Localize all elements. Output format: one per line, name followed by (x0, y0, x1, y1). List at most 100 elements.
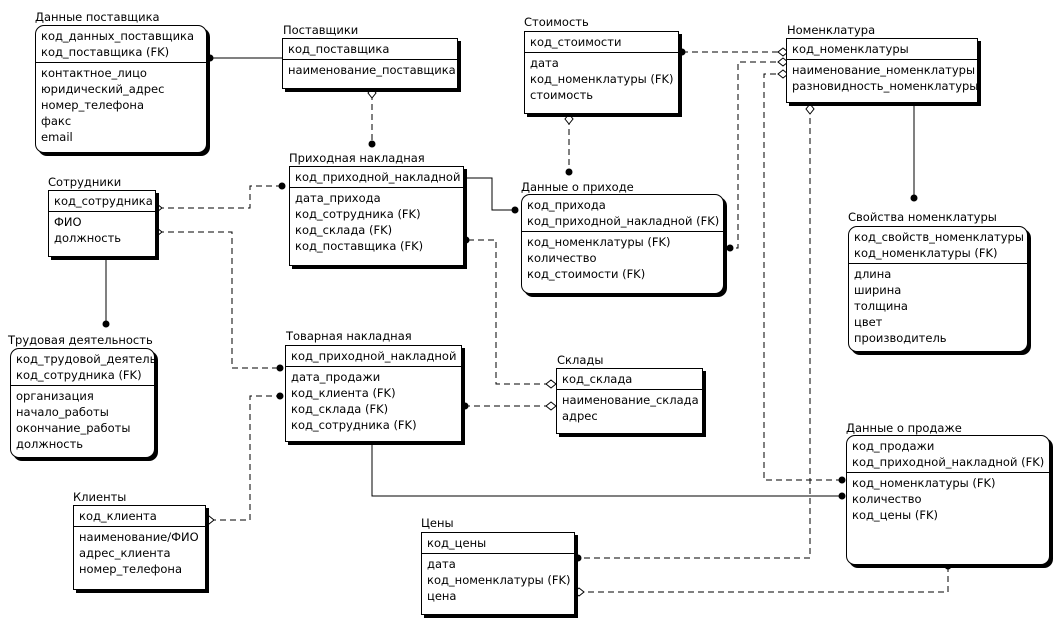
rel-diamond (545, 379, 557, 389)
entity-warehouses[interactable]: код_склада наименование_склада адрес (556, 368, 703, 434)
entity-keys: код_приходной_накладной (286, 346, 461, 367)
entity-keys: код_приходной_накладной (290, 167, 463, 188)
entity-title-receipt-invoice: Приходная накладная (289, 151, 425, 165)
entity-receipt-invoice[interactable]: код_приходной_накладной дата_прихода код… (289, 166, 464, 266)
entity-keys: код_стоимости (525, 32, 678, 53)
entity-attrs: длина ширина толщина цвет производитель (849, 264, 1027, 348)
key-attribute: код_приходной_накладной (FK) (852, 455, 1045, 469)
rel-nom-receiptdata (730, 61, 786, 249)
rel-diamond (367, 87, 377, 99)
attribute: код_стоимости (FK) (527, 267, 646, 281)
entity-attrs: дата код_номенклатуры (FK) стоимость (525, 53, 678, 105)
attribute: дата_прихода (295, 191, 381, 205)
attribute: номер_телефона (79, 562, 182, 576)
key-attribute: код_свойств_номенклатуры (854, 230, 1024, 244)
key-attribute: код_приходной_накладной (FK) (527, 214, 720, 228)
attribute: дата (427, 557, 456, 571)
rel-nom-prices (578, 108, 811, 559)
attribute: толщина (854, 299, 908, 313)
key-attribute: код_поставщика (288, 42, 390, 56)
rel-end-dot (838, 476, 846, 484)
entity-attrs: наименование/ФИО адрес_клиента номер_тел… (74, 527, 205, 579)
attribute: email (41, 130, 73, 144)
entity-cost[interactable]: код_стоимости дата код_номенклатуры (FK)… (524, 31, 679, 114)
entity-title-goods-invoice: Товарная накладная (286, 329, 412, 343)
entity-nomenclature-props[interactable]: код_свойств_номенклатуры код_номенклатур… (848, 226, 1028, 352)
rel-end-dot (910, 194, 918, 202)
attribute: длина (854, 267, 892, 281)
entity-keys: код_свойств_номенклатуры код_номенклатур… (849, 227, 1027, 264)
rel-employees-goodsinvoice (158, 231, 280, 369)
attribute: юридический_адрес (41, 82, 165, 96)
entity-attrs: код_номенклатуры (FK) количество код_сто… (522, 232, 723, 284)
attribute: код_сотрудника (FK) (295, 207, 421, 221)
entity-title-clients: Клиенты (73, 490, 127, 504)
entity-keys: код_трудовой_деятель код_сотрудника (FK) (11, 349, 156, 386)
entity-keys: код_номенклатуры (787, 39, 977, 60)
attribute: наименование_склада (562, 393, 699, 407)
attribute: количество (852, 492, 922, 506)
entity-goods-invoice[interactable]: код_приходной_накладной дата_продажи код… (285, 345, 462, 442)
rel-end-dot (565, 168, 573, 176)
attribute: дата (530, 56, 559, 70)
entity-title-labor: Трудовая деятельность (8, 333, 153, 347)
entity-attrs: ФИО должность (49, 212, 155, 248)
entity-employees[interactable]: код_сотрудника ФИО должность (48, 190, 156, 257)
attribute: количество (527, 251, 597, 265)
attribute: организация (16, 389, 94, 403)
entity-suppliers[interactable]: код_поставщика наименование_поставщика (282, 38, 458, 89)
attribute: наименование/ФИО (79, 530, 199, 544)
key-attribute: код_данных_поставщика (41, 29, 195, 43)
attribute: код_поставщика (FK) (295, 239, 424, 253)
rel-end-dot (206, 54, 214, 62)
entity-title-suppliers: Поставщики (283, 23, 359, 37)
attribute: разновидность_номенклатуры (792, 79, 979, 93)
rel-end-dot (511, 206, 519, 214)
key-attribute: код_цены (427, 536, 487, 550)
rel-goodsinvoice-salesdata (371, 442, 842, 497)
entity-receipt-data[interactable]: код_прихода код_приходной_накладной (FK)… (521, 194, 724, 294)
key-attribute: код_сотрудника (54, 194, 153, 208)
entity-keys: код_клиента (74, 506, 205, 527)
attribute: производитель (854, 331, 947, 345)
entity-labor[interactable]: код_трудовой_деятель код_сотрудника (FK)… (10, 348, 156, 458)
entity-supplier-data[interactable]: код_данных_поставщика код_поставщика (FK… (35, 25, 207, 153)
entity-keys: код_продажи код_приходной_накладной (FK) (847, 436, 1049, 473)
attribute: должность (16, 437, 84, 451)
entity-nomenclature[interactable]: код_номенклатуры наименование_номенклату… (786, 38, 978, 103)
key-attribute: код_склада (562, 372, 633, 386)
key-attribute: код_приходной_накладной (291, 349, 457, 363)
attribute: стоимость (530, 88, 594, 102)
entity-sales-data[interactable]: код_продажи код_приходной_накладной (FK)… (846, 435, 1050, 565)
entity-title-nomenclature: Номенклатура (787, 23, 876, 37)
attribute: контактное_лицо (41, 66, 147, 80)
entity-keys: код_склада (557, 369, 702, 390)
attribute: код_клиента (FK) (291, 386, 396, 400)
rel-prices-salesdata (578, 566, 949, 593)
attribute: наименование_поставщика (288, 63, 456, 77)
entity-title-employees: Сотрудники (48, 175, 122, 189)
rel-diamond (573, 587, 585, 597)
attribute: дата_продажи (291, 370, 381, 384)
key-attribute: код_продажи (852, 439, 935, 453)
key-attribute: код_стоимости (530, 35, 622, 49)
rel-end-dot (276, 364, 284, 372)
key-attribute: код_приходной_накладной (295, 170, 461, 184)
entity-title-cost: Стоимость (524, 15, 589, 29)
rel-end-dot (276, 392, 284, 400)
entity-keys: код_цены (422, 533, 574, 554)
rel-end-dot (838, 492, 846, 500)
attribute: адрес (562, 409, 598, 423)
attribute: наименование_номенклатуры (792, 63, 976, 77)
entity-clients[interactable]: код_клиента наименование/ФИО адрес_клиен… (73, 505, 206, 590)
entity-title-warehouses: Склады (557, 353, 604, 367)
attribute: цвет (854, 315, 883, 329)
attribute: код_номенклатуры (FK) (527, 235, 671, 249)
rel-end-dot (574, 554, 582, 562)
key-attribute: код_номенклатуры (FK) (854, 246, 998, 260)
entity-attrs: наименование_поставщика (283, 60, 457, 80)
entity-prices[interactable]: код_цены дата код_номенклатуры (FK) цена (421, 532, 575, 615)
entity-attrs: организация начало_работы окончание_рабо… (11, 386, 154, 454)
attribute: ширина (854, 283, 902, 297)
rel-diamond (805, 103, 815, 115)
